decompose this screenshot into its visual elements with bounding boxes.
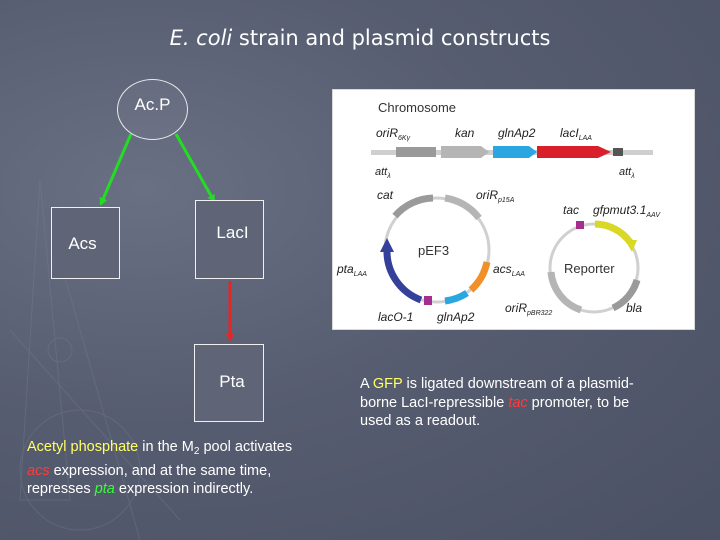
left-caption-text-3: expression, and at the same time, repres… [27,462,272,498]
chrom-att-left: attλ [375,166,391,180]
node-acs: Acs [51,207,120,279]
pef3-pta [383,249,423,304]
chrom-gene-oriR: oriR6Kγ [376,126,411,142]
right-caption: A GFP is ligated downstream of a plasmid… [360,375,660,431]
reporter-gfp-head [625,240,637,252]
right-caption-text-2: is ligated downstream of a plasmid-borne… [360,376,634,411]
slide-title: E. coli strain and plasmid constructs [0,26,720,50]
pef3-gene-acs: acsLAA [493,262,525,278]
pef3-gene-glnap2: glnAp2 [437,310,475,324]
node-acs-label: Acs [68,234,97,253]
pef3-gene-laco: lacO-1 [378,310,413,324]
chrom-gene-kan: kan [455,126,475,140]
chromosome-label: Chromosome [378,100,456,115]
pef3-acs [468,261,491,293]
pef3-gene-pta: ptaLAA [336,262,367,278]
pef3-cat [392,194,434,219]
node-pta-label: Pta [219,372,245,391]
chrom-seg-laci [537,146,611,158]
right-caption-text-1: A [360,376,373,392]
right-caption-promoter: tac [508,394,528,411]
pef3-gln [444,289,469,305]
reporter-gene-gfp: gfpmut3.1AAV [593,203,661,219]
chrom-seg-gln [493,146,537,158]
left-caption-subscript: 2 [193,446,200,457]
title-text: strain and plasmid constructs [232,26,551,50]
left-caption-gene-pta: pta [94,481,115,497]
reporter-gfp [594,220,633,245]
chrom-gene-laci: lacILAA [560,126,592,142]
left-caption-text-2: pool activates [199,439,293,455]
right-caption-highlight: GFP [372,376,403,392]
left-caption-text-4: expression indirectly. [114,481,254,497]
chrom-seg-orir [396,147,436,157]
reporter-backbone [548,222,640,314]
left-caption-highlight: Acetyl phosphate [27,439,139,455]
pef3-promoter [424,296,432,305]
reporter-bla [611,278,641,312]
left-caption-gene-acs: acs [27,462,50,479]
plasmid-map: Chromosome oriR6Kγ kan glnAp2 lacILAA at… [336,100,661,324]
plasmid-constructs-figure: Chromosome oriR6Kγ kan glnAp2 lacILAA at… [332,89,695,330]
pef3-orir [444,194,482,221]
title-organism: E. coli [169,26,233,50]
right-caption-text-3: promoter, to be used as a readout. [360,394,630,430]
activation-arrow-acs [99,133,133,206]
left-caption: Acetyl phosphate in the M2 pool activate… [27,438,302,499]
chrom-seg-end [613,148,623,156]
reporter-gene-tac: tac [563,203,579,217]
node-acetyl-phosphate: Ac.P [117,79,188,140]
pef3-label: pEF3 [418,243,449,258]
reporter-gene-orir: oriRpBR322 [505,301,552,317]
node-acetyl-phosphate-label: Ac.P [134,94,171,114]
pef3-gene-orir: oriRp15A [476,188,515,204]
node-laci-label: LacI [216,222,249,242]
node-pta: Pta [194,344,264,422]
reporter-label: Reporter [564,261,615,276]
node-laci: LacI [195,200,264,279]
reporter-gene-bla: bla [626,301,642,315]
activation-arrow-laci [174,133,216,203]
reporter-orir [547,271,583,314]
chrom-seg-kan [441,146,489,158]
chrom-gene-glnap2: glnAp2 [498,126,536,140]
reporter-promoter [576,221,584,229]
pef3-gene-cat: cat [377,188,394,202]
left-caption-text-1: in the M [138,439,194,455]
chrom-att-right: attλ [619,166,635,180]
pef3-pta-head [380,238,394,252]
